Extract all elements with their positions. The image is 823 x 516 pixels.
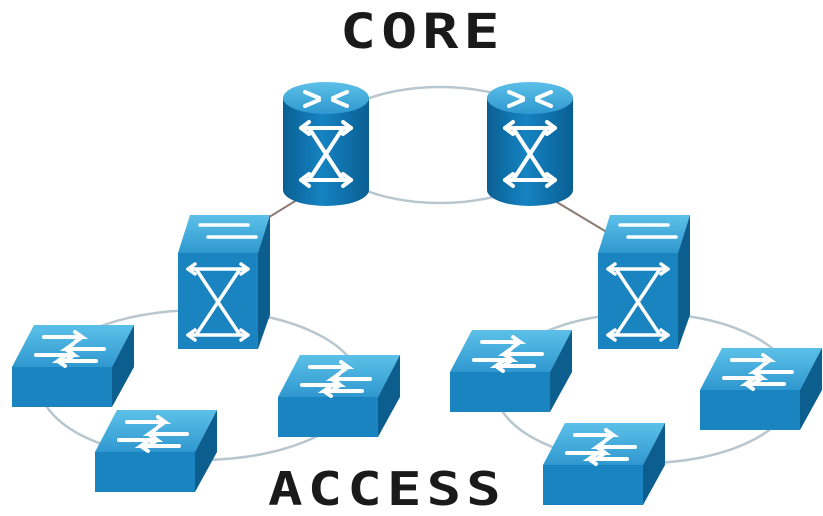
multilayer-switch-icon: [606, 223, 678, 342]
access-switch-right-3: [700, 348, 822, 430]
multilayer-switch-icon: [186, 223, 258, 342]
access-switch-right-1: [450, 330, 572, 412]
distribution-switch-left: [178, 215, 270, 349]
core-router-2: [487, 82, 573, 206]
access-layer-label: ACCESS: [268, 462, 506, 516]
access-switch-left-3: [278, 355, 400, 437]
switch-icon: [34, 330, 106, 368]
switch-icon: [117, 415, 189, 453]
router-icon: [503, 90, 557, 188]
access-switch-right-2: [543, 423, 665, 505]
switch-icon: [722, 353, 794, 391]
switch-icon: [472, 335, 544, 373]
switch-icon: [565, 428, 637, 466]
core-layer-label: CORE: [340, 4, 505, 60]
distribution-switch-right: [598, 215, 690, 349]
router-icon: [299, 90, 353, 188]
core-router-1: [283, 82, 369, 206]
access-switch-left-2: [95, 410, 217, 492]
access-switch-left-1: [12, 325, 134, 407]
switch-icon: [300, 360, 372, 398]
